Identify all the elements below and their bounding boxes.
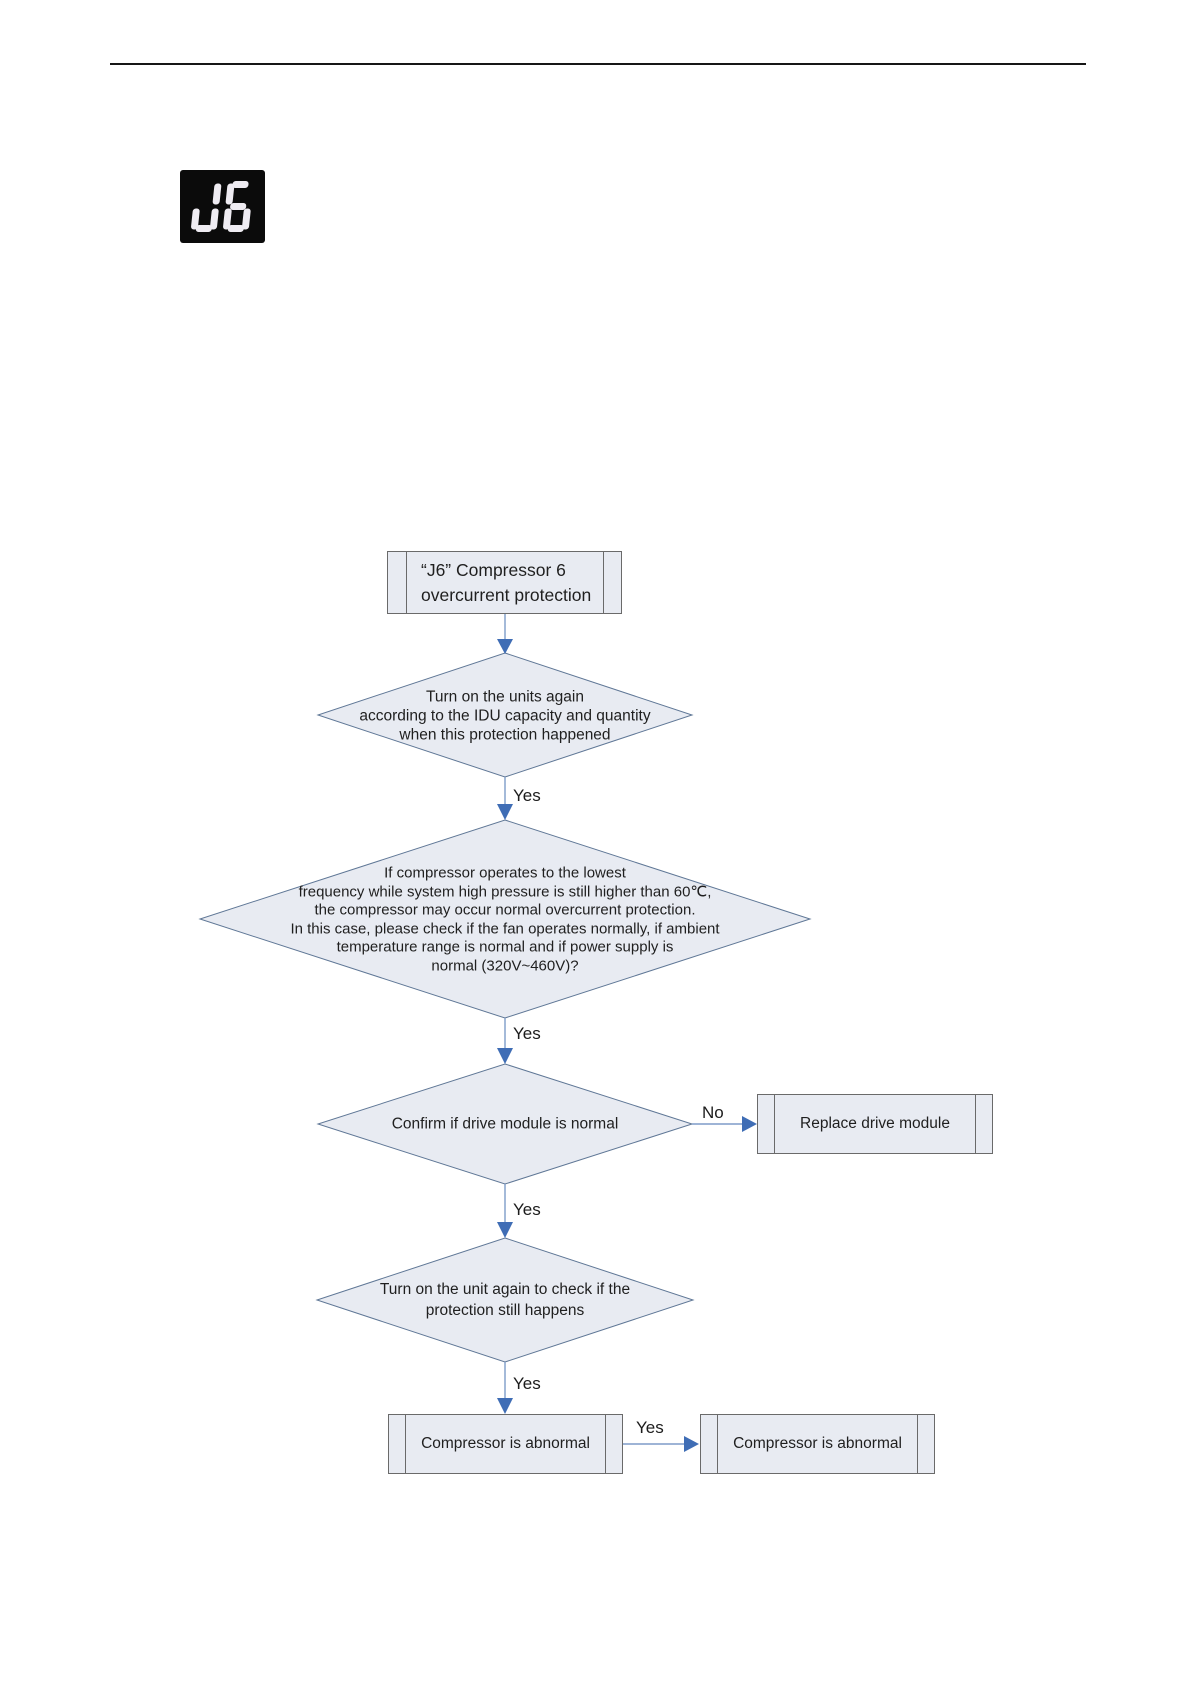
arrowhead-d2-to-d3 <box>497 1048 513 1064</box>
flow-node-replace-drive-module: Replace drive module <box>757 1094 993 1154</box>
decision-2-text: If compressor operates to the lowest fre… <box>290 864 720 975</box>
edge-label-yes-4: Yes <box>513 1374 541 1393</box>
edge-label-yes-3: Yes <box>513 1200 541 1219</box>
header-rule <box>110 63 1086 65</box>
arrowhead-d1-to-d2 <box>497 804 513 820</box>
arrowhead-result-left-to-right <box>684 1436 699 1452</box>
decision-4-text: Turn on the unit again to check if the p… <box>379 1281 631 1319</box>
edge-label-yes-1: Yes <box>513 786 541 805</box>
arrowhead-d3-to-replace <box>742 1116 757 1132</box>
error-code-seven-segment-icon <box>180 170 265 243</box>
edge-label-no-1: No <box>702 1103 724 1122</box>
decision-1-text: Turn on the units again according to the… <box>359 688 651 744</box>
edge-label-yes-5: Yes <box>636 1418 664 1437</box>
flow-node-result-left-label: Compressor is abnormal <box>421 1435 590 1452</box>
flow-node-compressor-abnormal-right: Compressor is abnormal <box>700 1414 935 1474</box>
edge-label-yes-2: Yes <box>513 1024 541 1043</box>
arrowhead-start-to-d1 <box>497 639 513 654</box>
flow-node-compressor-abnormal-left: Compressor is abnormal <box>388 1414 623 1474</box>
flow-node-start: “J6” Compressor 6 overcurrent protection <box>387 551 622 614</box>
flow-node-result-right-label: Compressor is abnormal <box>733 1435 902 1452</box>
flow-node-replace-label: Replace drive module <box>800 1115 950 1132</box>
decision-3-text: Confirm if drive module is normal <box>391 1115 619 1133</box>
arrowhead-d4-to-result <box>497 1398 513 1414</box>
arrowhead-d3-to-d4 <box>497 1222 513 1238</box>
